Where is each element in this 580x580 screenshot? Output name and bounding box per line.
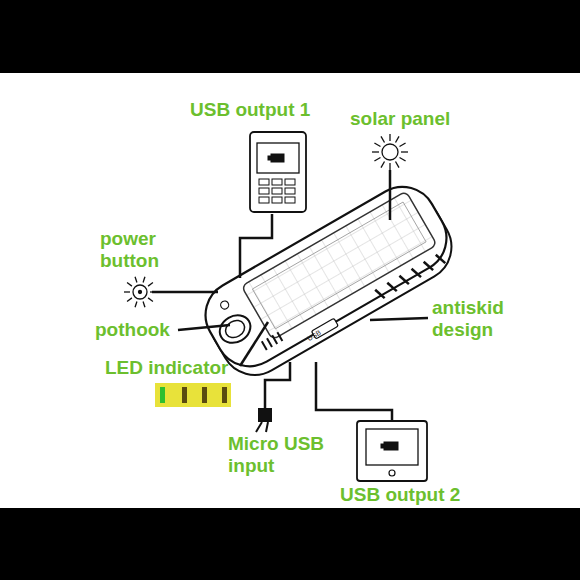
led-bar — [155, 383, 231, 407]
part-label: USB output 2 — [340, 484, 490, 506]
part-label: LED indicator — [105, 357, 245, 379]
part-label: antiskid design — [432, 297, 532, 341]
bottom-band — [0, 508, 580, 580]
part-label: solar panel — [350, 108, 470, 130]
tablet-icon — [357, 421, 427, 481]
sun-icon — [372, 134, 408, 170]
usb-plug-icon — [256, 408, 272, 432]
top-band — [0, 0, 580, 73]
part-label: pothook — [95, 319, 185, 341]
part-label: Micro USB input — [228, 433, 328, 477]
part-label: power button — [100, 228, 180, 272]
power-bank — [193, 174, 464, 387]
power-button-icon — [124, 277, 156, 307]
part-label: USB output 1 — [190, 99, 330, 121]
phone-icon — [250, 132, 306, 212]
